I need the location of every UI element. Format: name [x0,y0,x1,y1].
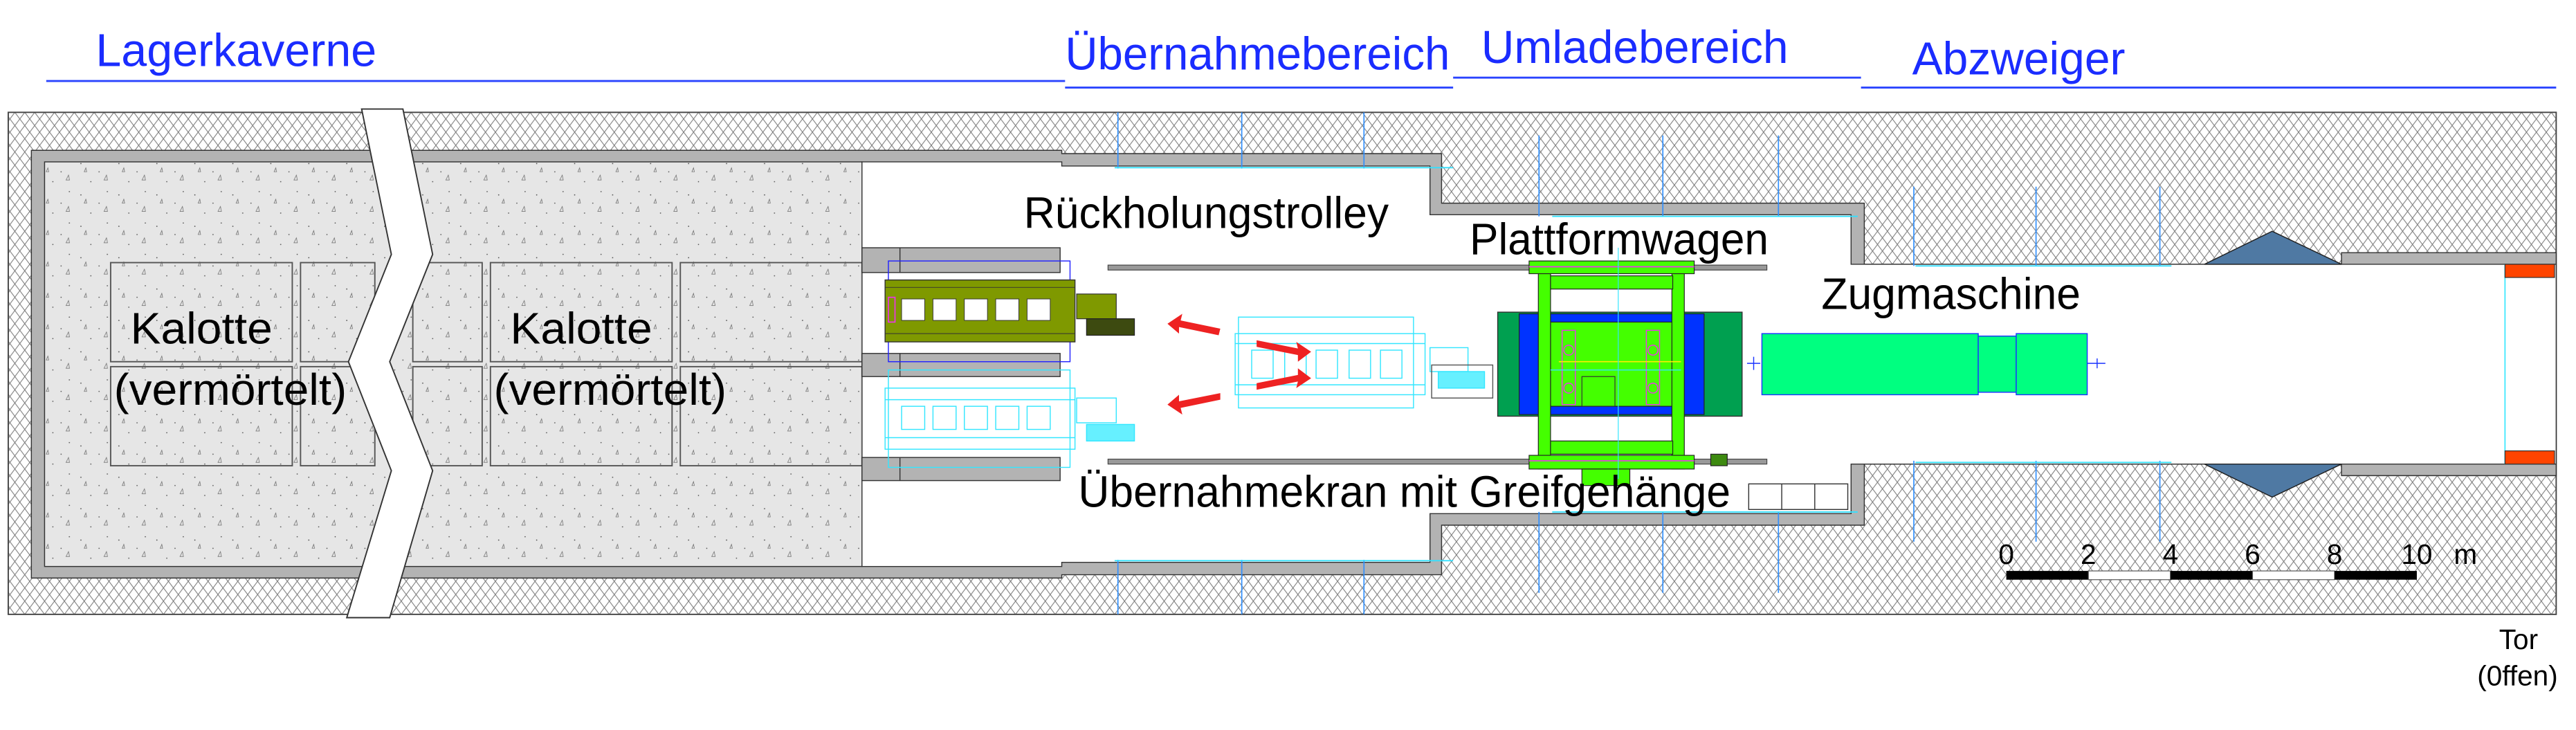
face-plates [861,247,1061,482]
kalotte-blocks [109,262,863,467]
trolley-transfer-ghost [1234,316,1494,409]
section-lagerkaverne: Lagerkaverne [95,26,376,77]
coupling-icon [1746,356,1761,370]
label-vermoertelt-left: (vermörtelt) [114,365,347,414]
tractor-unit [1746,333,2105,396]
scale-tick-label: 4 [2163,538,2179,570]
arrow-icon [1257,340,1311,362]
trolley-ghost [884,369,1135,468]
section-abzweiger: Abzweiger [1912,33,2126,84]
gate-label: Tor [2499,623,2538,655]
label-plattformwagen: Plattformwagen [1470,215,1769,264]
arrow-icon [1167,313,1221,336]
scale-tick-label: 8 [2327,538,2343,570]
section-uebernahmebereich: Übernahmebereich [1065,28,1450,80]
arrow-icon [1167,393,1221,415]
label-kalotte-left: Kalotte [131,303,273,353]
label-rueckholungstrolley: Rückholungstrolley [1024,188,1389,237]
label-zugmaschine: Zugmaschine [1821,268,2081,318]
scale-tick-label: 6 [2245,538,2260,570]
label-uebernahmekran: Übernahmekran mit Greifgehänge [1078,467,1730,517]
scale-tick-label: 0 [1998,538,2014,570]
scale-tick-label: 10 [2401,538,2432,570]
movement-arrows [1167,313,1311,415]
scale-unit: m [2454,538,2477,570]
section-umladebereich: Umladebereich [1481,22,1789,73]
label-vermoertelt-right: (vermörtelt) [494,365,727,414]
section-headers: Lagerkaverne Übernahmebereich Umladebere… [46,22,2557,89]
arrow-icon [1257,368,1311,390]
retrieval-trolley [884,260,1135,363]
platform-wagon [1497,248,1743,486]
gate-status: (0ffen) [2477,659,2557,691]
equipment-box [1748,483,1849,511]
backfill-area [44,161,863,567]
survey-lines [1117,112,2161,614]
gate-open [2504,264,2555,465]
break-gap [345,108,434,619]
cyan-guides [1114,167,2172,562]
scale-tick-label: 2 [2081,538,2097,570]
scale-bar: 0 2 4 6 8 10 m [1998,538,2477,581]
coupling-icon [2087,358,2105,369]
branch-wedges [2204,230,2342,498]
label-kalotte-right: Kalotte [510,303,652,353]
crane-rails [1107,264,1768,465]
